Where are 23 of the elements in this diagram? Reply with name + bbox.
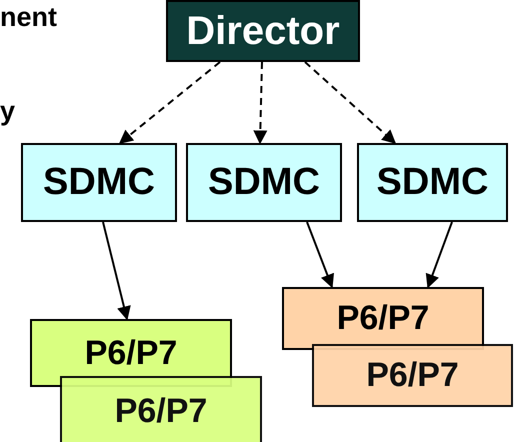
arrow <box>102 222 131 320</box>
box-label: P6/P7 <box>366 356 459 395</box>
director-box <box>166 0 360 62</box>
box-label: SDMC <box>376 161 488 204</box>
arrow <box>118 61 221 144</box>
arrow <box>426 222 453 288</box>
box-label: P6/P7 <box>84 334 178 372</box>
sdmc-box <box>357 143 508 222</box>
arrow <box>306 222 334 288</box>
process-box <box>282 287 484 350</box>
box-label: SDMC <box>43 161 155 204</box>
box-label: SDMC <box>208 161 320 204</box>
sdmc-box <box>186 143 342 222</box>
text-fragment: nent <box>0 4 57 31</box>
process-box <box>312 344 513 407</box>
box-label: Director <box>186 8 340 54</box>
text-fragment: y <box>0 98 16 125</box>
arrow <box>304 61 396 144</box>
box-label: P6/P7 <box>336 299 430 338</box>
sdmc-box <box>21 143 177 222</box>
box-label: P6/P7 <box>114 392 208 430</box>
process-box <box>60 376 262 442</box>
arrow <box>253 62 268 144</box>
